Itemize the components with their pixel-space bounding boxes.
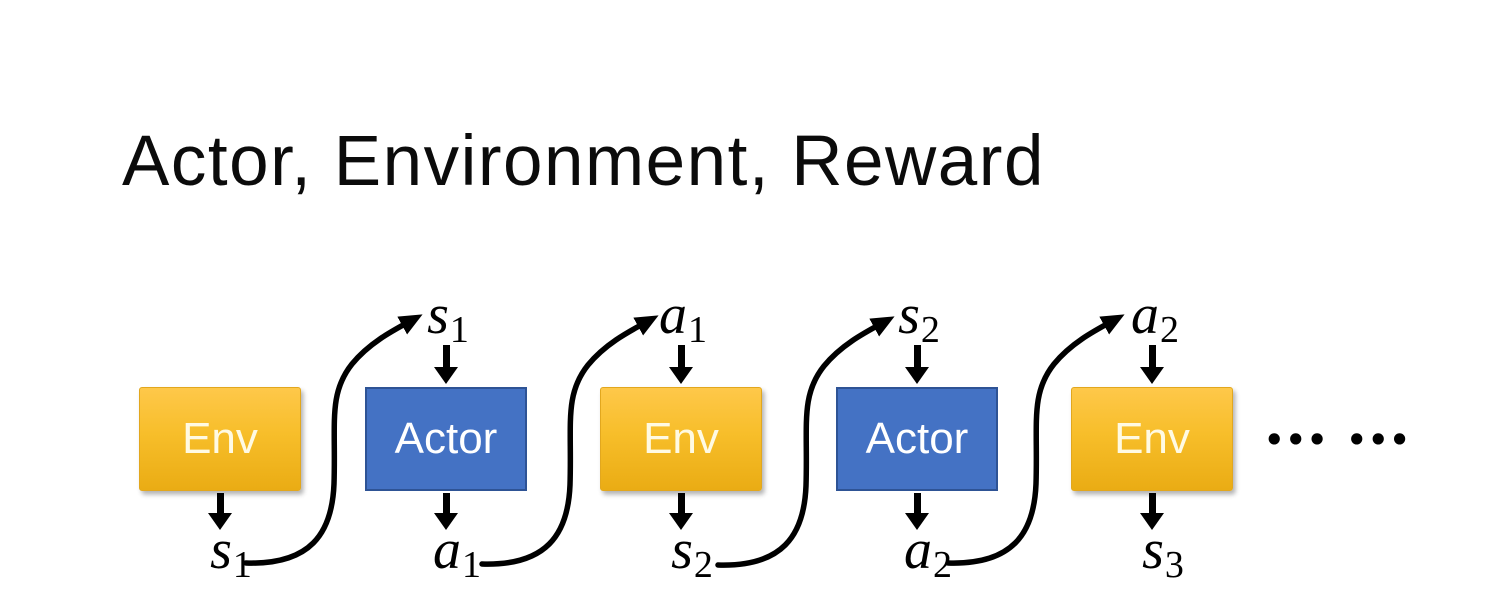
label-subscript: 2: [920, 309, 940, 351]
env-box-1-label: Env: [182, 414, 258, 463]
arrow-head: [669, 367, 693, 384]
label-subscript: 2: [693, 544, 713, 586]
label-subscript: 1: [688, 309, 707, 351]
label-subscript: 2: [1160, 309, 1179, 351]
arrow-head: [669, 513, 693, 530]
label-base: a: [904, 519, 932, 581]
label-base: s: [671, 519, 693, 581]
label-base: a: [1131, 284, 1159, 346]
state-label-s2-bottom: s2: [671, 522, 713, 584]
arrow-down-icon: [434, 493, 458, 530]
arrow-stem: [677, 345, 685, 367]
curved-arrow-a2: [945, 314, 1125, 566]
curved-arrow-s2: [715, 316, 895, 568]
ellipsis-dots: ••• •••: [1264, 421, 1411, 459]
arrow-head: [208, 513, 232, 530]
arrow-stem: [216, 493, 224, 513]
state-label-s1-top: s1: [427, 287, 469, 349]
action-label-a1-bottom: a1: [433, 522, 481, 584]
label-base: s: [898, 284, 920, 346]
arrow-down-icon: [208, 493, 232, 530]
curved-arrow-a1: [479, 315, 659, 567]
env-box-3: Env: [1071, 387, 1233, 491]
arrow-stem: [913, 345, 921, 367]
arrow-down-icon: [905, 345, 929, 384]
arrow-down-icon: [1140, 493, 1164, 530]
arrow-stem: [442, 345, 450, 367]
actor-box-2-label: Actor: [865, 414, 969, 463]
env-box-2: Env: [600, 387, 762, 491]
arrow-down-icon: [905, 493, 929, 530]
curved-arrow-s1: [243, 314, 423, 566]
env-box-2-label: Env: [643, 414, 719, 463]
arrow-down-icon: [1140, 345, 1164, 384]
action-label-a1-top: a1: [659, 287, 707, 349]
arrow-stem: [442, 493, 450, 513]
label-base: s: [1142, 519, 1164, 581]
arrow-head: [1140, 367, 1164, 384]
state-label-s2-top: s2: [898, 287, 940, 349]
arrow-stem: [1148, 493, 1156, 513]
label-subscript: 2: [933, 544, 952, 586]
state-label-s1-bottom: s1: [210, 522, 252, 584]
arrow-stem: [1148, 345, 1156, 367]
arrow-head: [905, 513, 929, 530]
arrow-stem: [677, 493, 685, 513]
actor-box-1: Actor: [365, 387, 527, 491]
label-base: a: [433, 519, 461, 581]
label-base: s: [427, 284, 449, 346]
label-subscript: 3: [1164, 544, 1184, 586]
arrow-head: [434, 513, 458, 530]
arrow-down-icon: [434, 345, 458, 384]
arrow-head: [905, 367, 929, 384]
arrow-stem: [913, 493, 921, 513]
arrow-head: [1140, 513, 1164, 530]
actor-box-2: Actor: [836, 387, 998, 491]
arrow-down-icon: [669, 493, 693, 530]
label-subscript: 1: [232, 544, 252, 586]
label-subscript: 1: [462, 544, 481, 586]
arrow-down-icon: [669, 345, 693, 384]
actor-box-1-label: Actor: [394, 414, 498, 463]
action-label-a2-top: a2: [1131, 287, 1179, 349]
label-base: a: [659, 284, 687, 346]
env-box-1: Env: [139, 387, 301, 491]
arrow-head: [434, 367, 458, 384]
state-label-s3-bottom: s3: [1142, 522, 1184, 584]
label-subscript: 1: [449, 309, 469, 351]
action-label-a2-bottom: a2: [904, 522, 952, 584]
env-box-3-label: Env: [1114, 414, 1190, 463]
label-base: s: [210, 519, 232, 581]
slide-title: Actor, Environment, Reward: [122, 122, 1045, 201]
